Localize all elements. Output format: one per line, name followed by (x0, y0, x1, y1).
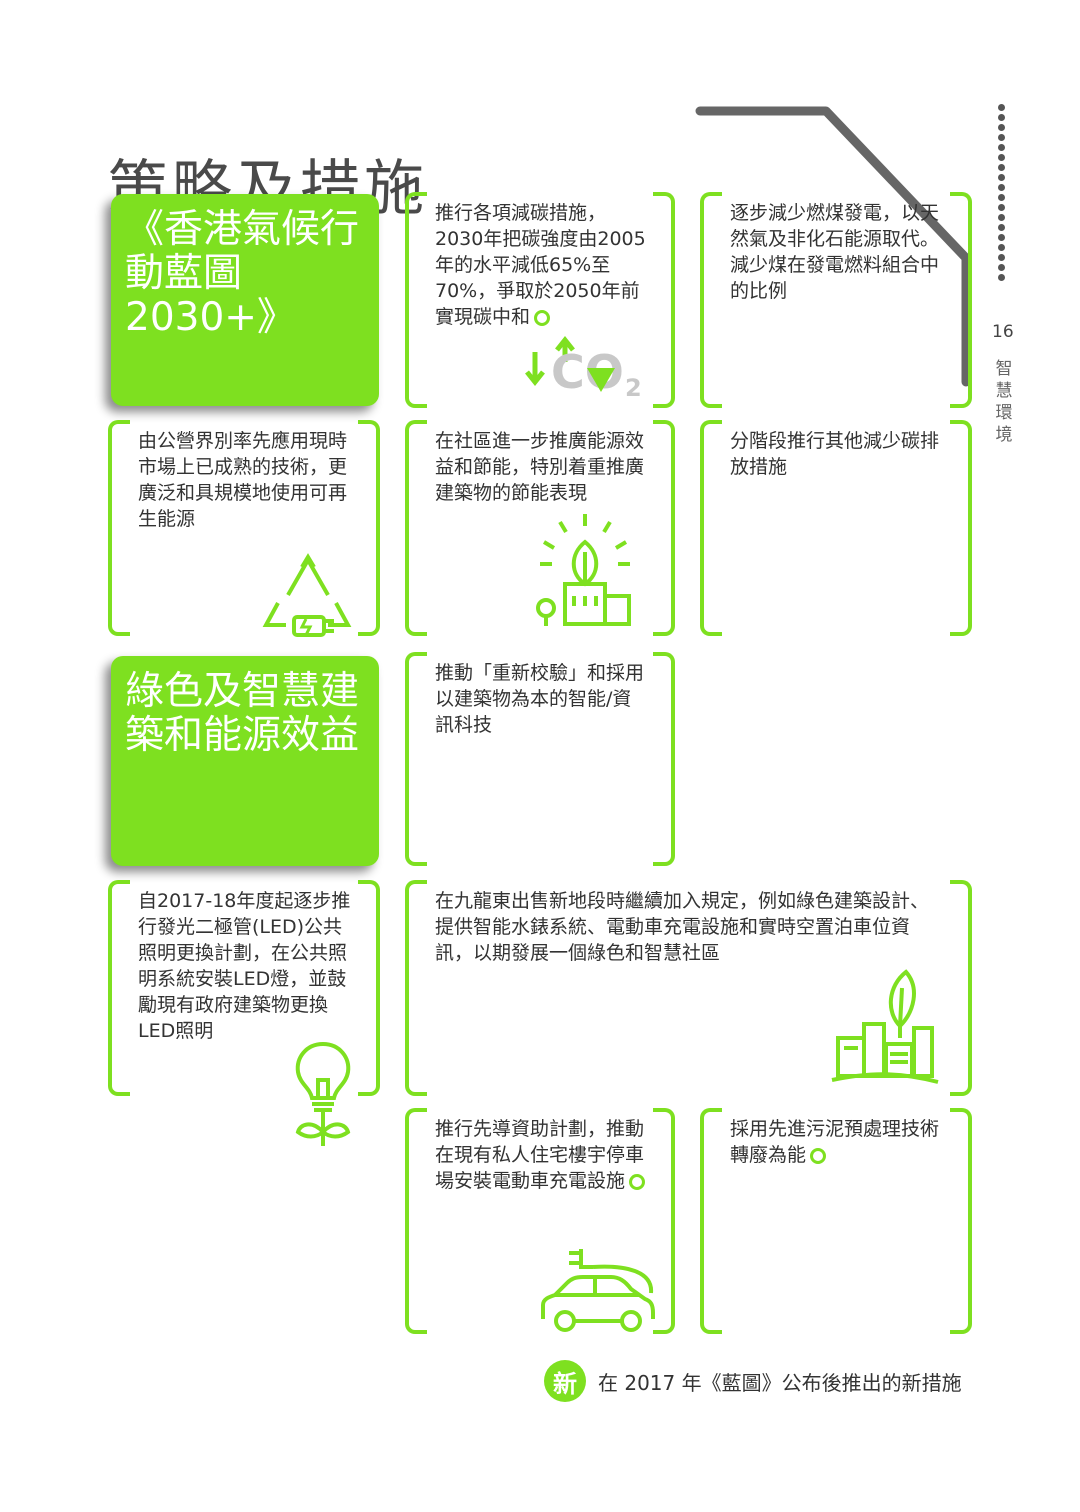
card-energy-efficiency: 在社區進一步推廣能源效益和節能，特別着重推廣建築物的節能表現 (405, 420, 675, 636)
card-text: 推行先導資助計劃，推動在現有私人住宅樓宇停車場安裝電動車充電設施 (435, 1118, 645, 1192)
page-number: 16 (992, 322, 1014, 342)
card-text: 在九龍東出售新地段時繼續加入規定，例如綠色建築設計、提供智能水錶系統、電動車充電… (435, 890, 930, 964)
building-leaf-icon (536, 514, 631, 626)
card-text: 推行各項減碳措施，2030年把碳強度由2005年的水平減低65%至70%，爭取於… (435, 202, 646, 328)
card-text: 分階段推行其他減少碳排放措施 (730, 430, 940, 478)
card-text: 自2017-18年度起逐步推行發光二極管(LED)公共照明更換計劃，在公共照明系… (138, 890, 351, 1042)
card-kowloon-east: 在九龍東出售新地段時繼續加入規定，例如綠色建築設計、提供智能水錶系統、電動車充電… (405, 880, 972, 1096)
card-text: 逐步減少燃煤發電，以天然氣及非化石能源取代。減少煤在發電燃料組合中的比例 (730, 202, 940, 302)
card-carbon-intensity: 推行各項減碳措施，2030年把碳強度由2005年的水平減低65%至70%，爭取於… (405, 192, 675, 408)
card-sludge-treatment: 採用先進污泥預處理技術轉廢為能 (700, 1108, 972, 1334)
card-text: 採用先進污泥預處理技術轉廢為能 (730, 1118, 940, 1166)
co2-icon: CO 2 (525, 335, 642, 402)
led-bulb-icon (295, 1041, 351, 1146)
dotted-margin-line (998, 104, 1008, 281)
card-other-measures: 分階段推行其他減少碳排放措施 (700, 420, 972, 636)
new-badge-icon: 新 (544, 1360, 586, 1402)
heading-blueprint: 《香港氣候行動藍圖2030+》 (111, 194, 379, 406)
card-text: 由公營界別率先應用現時市場上已成熟的技術，更廣泛和具規模地使用可再生能源 (138, 430, 348, 530)
card-led-lighting: 自2017-18年度起逐步推行發光二極管(LED)公共照明更換計劃，在公共照明系… (108, 880, 380, 1146)
new-measure-icon (534, 309, 551, 326)
city-leaf-icon (831, 969, 939, 1084)
legend: 新 在 2017 年《藍圖》公布後推出的新措施 (544, 1360, 962, 1402)
co2-subscript: 2 (625, 374, 642, 402)
section-label: 智慧環境 (995, 359, 1013, 445)
card-coal-reduction: 逐步減少燃煤發電，以天然氣及非化石能源取代。減少煤在發電燃料組合中的比例 (700, 192, 972, 408)
heading-blueprint-text: 《香港氣候行動藍圖2030+》 (125, 207, 360, 340)
card-renewable-energy: 由公營界別率先應用現時市場上已成熟的技術，更廣泛和具規模地使用可再生能源 (108, 420, 380, 637)
ev-car-icon (541, 1249, 655, 1332)
new-measure-icon (810, 1147, 827, 1164)
new-measure-icon (629, 1173, 646, 1190)
card-text: 在社區進一步推廣能源效益和節能，特別着重推廣建築物的節能表現 (435, 430, 645, 504)
co2-text: CO (551, 345, 624, 399)
heading-green-building-text: 綠色及智慧建築和能源效益 (125, 669, 360, 758)
legend-text: 在 2017 年《藍圖》公布後推出的新措施 (598, 1370, 962, 1395)
recycle-plug-icon (262, 553, 352, 637)
card-retro-commissioning: 推動「重新校驗」和採用以建築物為本的智能/資訊科技 (405, 652, 675, 866)
card-text: 推動「重新校驗」和採用以建築物為本的智能/資訊科技 (435, 662, 645, 736)
heading-green-building: 綠色及智慧建築和能源效益 (111, 656, 379, 866)
card-ev-charging: 推行先導資助計劃，推動在現有私人住宅樓宇停車場安裝電動車充電設施 (405, 1108, 675, 1334)
